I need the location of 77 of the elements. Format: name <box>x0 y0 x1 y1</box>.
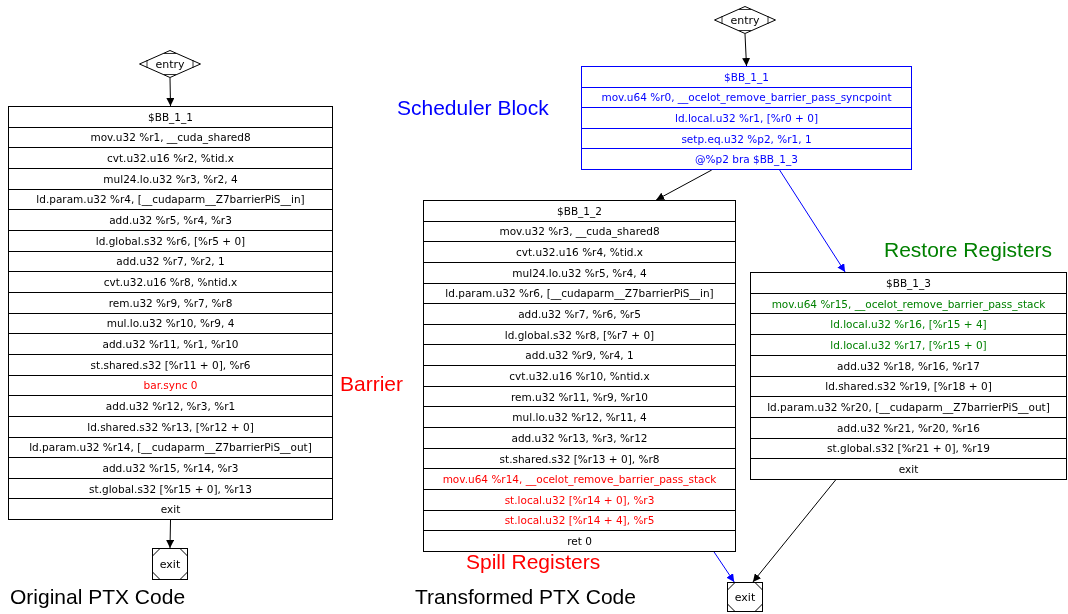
code-line: st.global.s32 [%r15 + 0], %r13 <box>9 477 332 499</box>
arrow <box>752 479 837 583</box>
code-line: ld.local.u32 %r16, [%r15 + 4] <box>751 313 1066 335</box>
arrow <box>655 169 713 201</box>
code-block <box>8 106 333 520</box>
annotation-label: Scheduler Block <box>397 96 549 120</box>
code-line: cvt.u32.u16 %r8, %ntid.x <box>9 271 332 292</box>
code-line: add.u32 %r5, %r4, %r3 <box>9 209 332 230</box>
code-line: add.u32 %r13, %r3, %r12 <box>424 427 735 448</box>
code-line: add.u32 %r15, %r14, %r3 <box>9 457 332 478</box>
code-line: mul24.lo.u32 %r3, %r2, 4 <box>9 167 332 189</box>
code-line: ld.local.u32 %r1, [%r0 + 0] <box>582 107 911 128</box>
code-line: st.shared.s32 [%r11 + 0], %r6 <box>9 353 332 375</box>
arrow <box>713 551 735 583</box>
code-line: rem.u32 %r11, %r9, %r10 <box>424 385 735 407</box>
code-line: cvt.u32.u16 %r4, %tid.x <box>424 241 735 262</box>
code-line: add.u32 %r7, %r2, 1 <box>9 250 332 272</box>
code-line: add.u32 %r18, %r16, %r17 <box>751 354 1066 376</box>
code-block <box>423 200 736 552</box>
arrow <box>779 169 846 273</box>
code-line: bar.sync 0 <box>9 374 332 396</box>
code-line: mov.u32 %r3, __cuda_shared8 <box>424 220 735 242</box>
annotation-label: Spill Registers <box>466 550 601 574</box>
code-block <box>581 66 912 170</box>
code-line: setp.eq.u32 %p2, %r1, 1 <box>582 127 911 149</box>
code-line: mov.u64 %r15, __ocelot_remove_barrier_pass_stack <box>751 292 1066 314</box>
code-line: add.u32 %r7, %r6, %r5 <box>424 303 735 324</box>
code-line: $BB_1_1 <box>723 69 770 86</box>
code-line: add.u32 %r11, %r1, %r10 <box>9 333 332 354</box>
code-line: $BB_1_2 <box>556 203 603 220</box>
code-line: exit <box>9 498 332 520</box>
code-block <box>750 272 1067 480</box>
code-line: ld.global.s32 %r8, [%r7 + 0] <box>424 323 735 345</box>
code-line: mov.u32 %r1, __cuda_shared8 <box>9 126 332 148</box>
code-line: ld.local.u32 %r17, [%r15 + 0] <box>751 334 1066 355</box>
code-line: ld.global.s32 %r6, [%r5 + 0] <box>9 229 332 251</box>
code-line: ret 0 <box>424 530 735 551</box>
code-line: mul24.lo.u32 %r5, %r4, 4 <box>424 261 735 283</box>
code-line: exit <box>751 458 1066 480</box>
code-line: st.local.u32 [%r14 + 4], %r5 <box>424 509 735 531</box>
code-line: mul.lo.u32 %r10, %r9, 4 <box>9 312 332 334</box>
code-line: st.shared.s32 [%r13 + 0], %r8 <box>424 447 735 469</box>
node-label: exit <box>159 557 181 571</box>
code-line: add.u32 %r21, %r20, %r16 <box>751 416 1066 438</box>
code-line: st.global.s32 [%r21 + 0], %r19 <box>751 437 1066 459</box>
code-line: ld.param.u32 %r4, [__cudaparm__Z7barrierPiS__in] <box>9 188 332 210</box>
entry-diamond <box>139 50 201 78</box>
code-line: mov.u64 %r0, __ocelot_remove_barrier_pass_syncpoint <box>582 86 911 108</box>
code-line: ld.param.u32 %r6, [__cudaparm__Z7barrierPiS__in] <box>424 282 735 304</box>
annotation-label: Restore Registers <box>884 238 1053 262</box>
exit-octagon <box>727 582 763 612</box>
arrow <box>166 519 175 549</box>
node-label: exit <box>734 590 756 604</box>
code-line: cvt.u32.u16 %r2, %tid.x <box>9 147 332 168</box>
arrow <box>742 33 751 67</box>
code-line: cvt.u32.u16 %r10, %ntid.x <box>424 365 735 386</box>
entry-diamond <box>714 6 776 34</box>
code-line: ld.shared.s32 %r13, [%r12 + 0] <box>9 415 332 437</box>
annotation-label: Barrier <box>340 372 403 396</box>
code-line: add.u32 %r12, %r3, %r1 <box>9 395 332 416</box>
node-label: entry <box>730 13 760 27</box>
code-line: st.local.u32 [%r14 + 0], %r3 <box>424 488 735 510</box>
arrow <box>166 77 175 107</box>
caption: Original PTX Code <box>10 585 186 609</box>
code-line: $BB_1_3 <box>885 275 932 292</box>
caption: Transformed PTX Code <box>415 585 636 609</box>
node-label: entry <box>155 57 185 71</box>
code-line: mul.lo.u32 %r12, %r11, 4 <box>424 406 735 428</box>
code-line: mov.u64 %r14, __ocelot_remove_barrier_pass_stack <box>424 468 735 489</box>
code-line: add.u32 %r9, %r4, 1 <box>424 344 735 366</box>
code-line: $BB_1_1 <box>147 109 194 126</box>
code-line: ld.param.u32 %r14, [__cudaparm__Z7barrierPiS__out] <box>9 436 332 458</box>
exit-octagon <box>152 548 188 580</box>
code-line: @%p2 bra $BB_1_3 <box>582 148 911 169</box>
code-line: ld.shared.s32 %r19, [%r18 + 0] <box>751 375 1066 397</box>
code-line: ld.param.u32 %r20, [__cudaparm__Z7barrierPiS__out] <box>751 396 1066 417</box>
code-line: rem.u32 %r9, %r7, %r8 <box>9 291 332 313</box>
